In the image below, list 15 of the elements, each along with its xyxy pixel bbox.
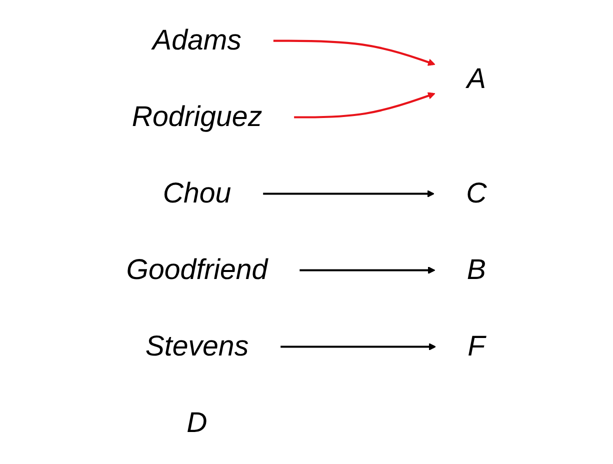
- arrow: [280, 343, 436, 350]
- node-text: Goodfriend: [126, 254, 268, 286]
- arrow: [263, 190, 434, 198]
- node-text: Rodriguez: [132, 100, 262, 133]
- node-text: Adams: [152, 24, 242, 56]
- node-text: C: [466, 177, 487, 210]
- node-text: D: [186, 406, 208, 439]
- node-text: Chou: [162, 177, 232, 210]
- node-text: B: [466, 254, 486, 286]
- arrow: [294, 92, 436, 118]
- node-text: A: [466, 62, 486, 95]
- arrow: [300, 266, 436, 274]
- node-text: F: [468, 330, 486, 362]
- node-text: Stevens: [145, 330, 249, 362]
- arrow: [273, 40, 436, 66]
